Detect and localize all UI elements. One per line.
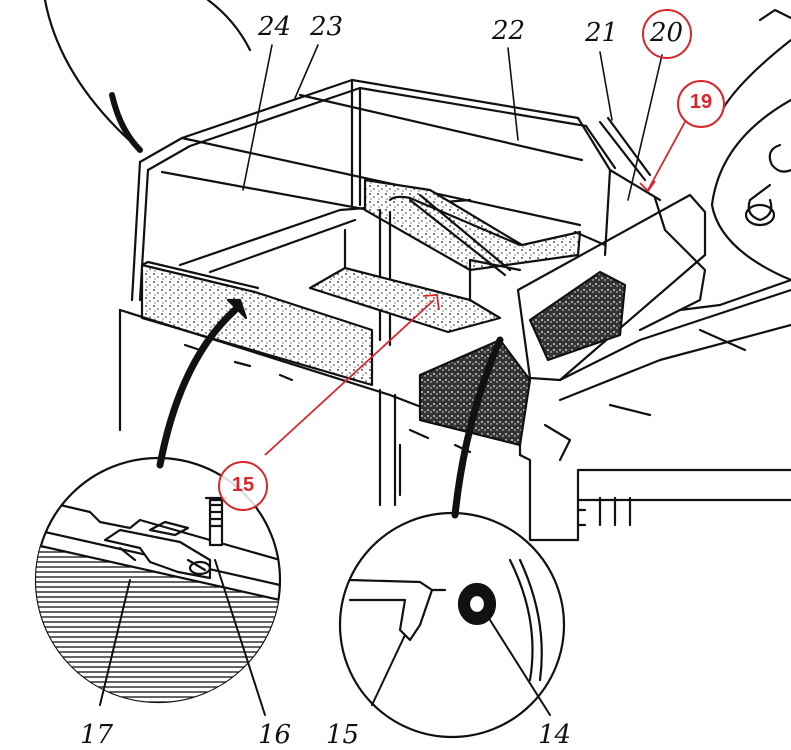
red-circle-15 bbox=[218, 461, 268, 511]
middle-seat bbox=[308, 228, 522, 334]
callout-arrows bbox=[156, 306, 504, 519]
label-22: 22 bbox=[492, 16, 526, 46]
red-label-19: 19 bbox=[689, 91, 713, 113]
arrow-head-left bbox=[226, 298, 248, 320]
label-21: 21 bbox=[585, 18, 619, 48]
red-circle-20 bbox=[642, 9, 692, 59]
leader-lines bbox=[242, 44, 663, 201]
label-17: 17 bbox=[80, 720, 114, 750]
label-16: 16 bbox=[258, 720, 292, 750]
label-15: 15 bbox=[326, 720, 360, 750]
label-14: 14 bbox=[538, 720, 572, 750]
detail-circle-left bbox=[34, 456, 282, 716]
label-23: 23 bbox=[310, 12, 344, 42]
red-label-15: 15 bbox=[231, 474, 255, 496]
detail-circle-right bbox=[338, 511, 566, 739]
front-seat bbox=[418, 193, 791, 462]
red-circle-19 bbox=[677, 80, 725, 128]
detail-circle-top-right bbox=[710, 8, 791, 282]
detail-circle-top-left bbox=[43, 0, 252, 153]
red-annotations bbox=[264, 119, 687, 456]
label-24: 24 bbox=[258, 12, 292, 42]
